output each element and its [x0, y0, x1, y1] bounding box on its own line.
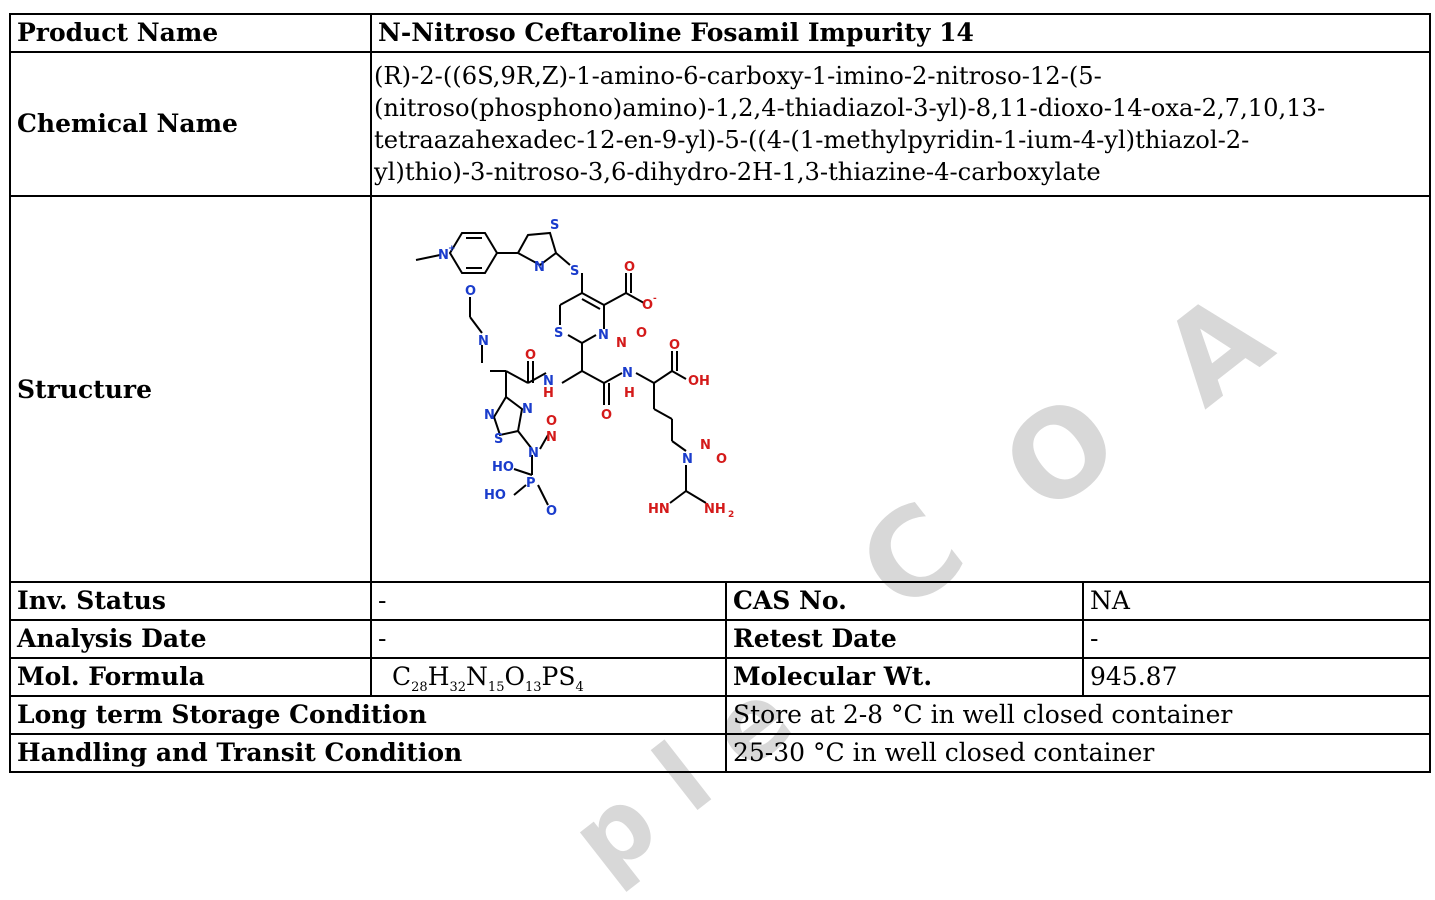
inv-status-label: Inv. Status [9, 581, 372, 621]
formula-row: Mol. Formula C28H32N15O13PS4 Molecular W… [9, 657, 1432, 697]
atom-label: S [554, 326, 563, 341]
chemical-name-value: (R)-2-((6S,9R,Z)-1-amino-6-carboxy-1-imi… [369, 51, 1432, 197]
atom-label: N [700, 438, 711, 453]
inventory-row: Inv. Status - CAS No. NA [9, 581, 1432, 621]
cas-label: CAS No. [725, 581, 1084, 621]
atom-label: O [525, 348, 536, 363]
atom-label: 2 [728, 510, 734, 520]
atom-label: HO [492, 460, 514, 475]
product-name-row: Product Name N-Nitroso Ceftaroline Fosam… [9, 13, 1432, 53]
atom-label: N [543, 374, 554, 389]
formula-p: P [541, 662, 559, 691]
retest-date-value: - [1081, 619, 1432, 659]
atom-label: P [526, 476, 536, 491]
cas-value: NA [1081, 581, 1432, 621]
product-name-label: Product Name [9, 13, 372, 53]
atom-label: O [636, 326, 647, 341]
long-term-storage-label: Long term Storage Condition [9, 695, 727, 735]
atom-label: N [622, 366, 633, 381]
atom-label: O [546, 504, 557, 519]
long-term-storage-row: Long term Storage Condition Store at 2-8… [9, 695, 1432, 735]
atom-label: H [624, 386, 635, 401]
inv-status-value: - [370, 581, 727, 621]
formula-h: H32 [427, 662, 467, 695]
atom-label: O [716, 452, 727, 467]
atom-label: N [522, 402, 533, 417]
handling-transit-label: Handling and Transit Condition [9, 733, 727, 773]
chemical-name-line-4: yl)thio)-3-nitroso-3,6-dihydro-2H-1,3-th… [374, 158, 1101, 186]
atom-label: + [448, 244, 456, 254]
chemical-name-row: Chemical Name (R)-2-((6S,9R,Z)-1-amino-6… [9, 51, 1432, 197]
atom-label: S [550, 218, 559, 233]
structure-label: Structure [9, 195, 372, 583]
chemical-name-line-2: (nitroso(phosphono)amino)-1,2,4-thiadiaz… [374, 94, 1326, 122]
mol-wt-value: 945.87 [1081, 657, 1432, 697]
formula-n: N15 [466, 662, 505, 695]
formula-o: O13 [504, 662, 542, 695]
atom-label: OH [688, 374, 710, 389]
structure-row: Structure [9, 195, 1432, 583]
atom-label: HN [648, 502, 670, 517]
atom-label: N [528, 446, 539, 461]
formula-c: C28 [392, 662, 428, 695]
atom-label: NH [704, 502, 726, 517]
atom-label: HO [484, 488, 506, 503]
atom-label: O [669, 338, 680, 353]
atom-label: N [478, 334, 489, 349]
atom-label: O [546, 414, 557, 429]
long-term-storage-value: Store at 2-8 °C in well closed container [724, 695, 1432, 735]
atom-label: N [546, 430, 557, 445]
atom-label: N [484, 408, 495, 423]
retest-date-label: Retest Date [725, 619, 1084, 659]
mol-formula-value: C28H32N15O13PS4 [370, 657, 727, 697]
atom-label: N [438, 248, 449, 263]
chemical-name-label: Chemical Name [9, 51, 372, 197]
atom-label: N [616, 336, 627, 351]
analysis-date-label: Analysis Date [9, 619, 372, 659]
atom-label: N [598, 328, 609, 343]
atom-label: - [653, 294, 657, 304]
formula-s: S4 [558, 662, 584, 695]
structure-cell: N + S N S O O - S N N O O N O N H [369, 195, 1432, 583]
chemical-structure-image: N + S N S O O - S N N O O N O N H [415, 218, 734, 520]
atom-label: S [570, 264, 579, 279]
dates-row: Analysis Date - Retest Date - [9, 619, 1432, 659]
mol-wt-label: Molecular Wt. [725, 657, 1084, 697]
chemical-name-line-1: (R)-2-((6S,9R,Z)-1-amino-6-carboxy-1-imi… [374, 62, 1102, 90]
atom-label: O [624, 260, 635, 275]
analysis-date-value: - [370, 619, 727, 659]
atom-label: O [642, 298, 653, 313]
atom-label: N [682, 452, 693, 467]
atom-label: O [465, 284, 476, 299]
handling-transit-value: 25-30 °C in well closed container [724, 733, 1432, 773]
product-spec-table: Product Name N-Nitroso Ceftaroline Fosam… [9, 13, 1432, 773]
atom-label: H [543, 386, 554, 401]
mol-formula-label: Mol. Formula [9, 657, 372, 697]
handling-transit-row: Handling and Transit Condition 25-30 °C … [9, 733, 1432, 773]
chemical-name-line-3: tetraazahexadec-12-en-9-yl)-5-((4-(1-met… [374, 126, 1250, 154]
atom-label: O [601, 408, 612, 423]
product-name-value: N-Nitroso Ceftaroline Fosamil Impurity 1… [369, 13, 1432, 53]
atom-label: N [534, 260, 545, 275]
atom-label: S [494, 432, 503, 447]
